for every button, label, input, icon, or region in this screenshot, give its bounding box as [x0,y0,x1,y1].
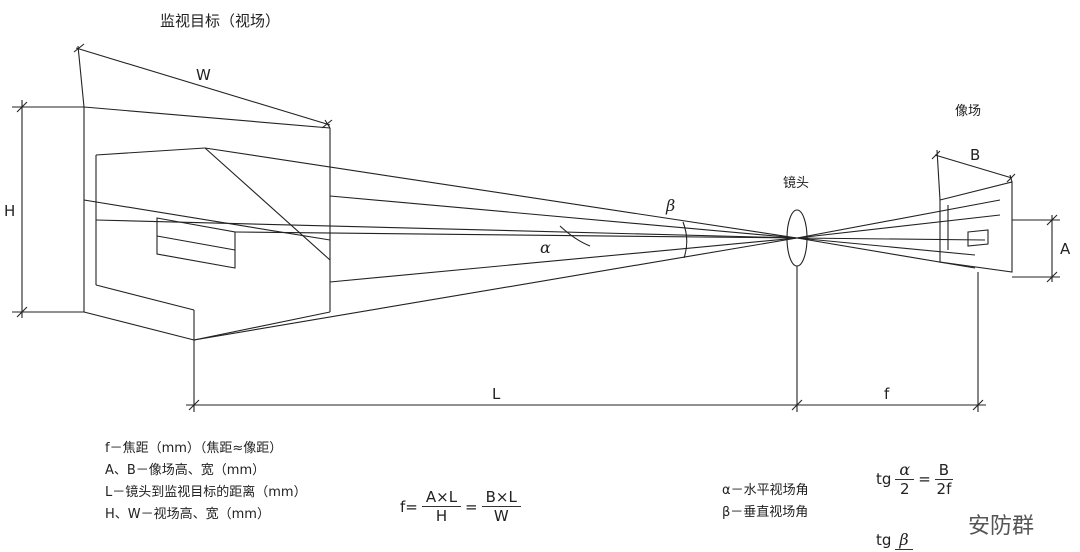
alpha-label: α [540,238,551,257]
numerator: A×L [421,488,462,507]
target-title: 监视目标（视场） [160,12,281,30]
l-label: L [492,385,501,403]
image-field-label: 像场 [955,104,982,119]
numerator: β [895,530,913,550]
angle-legend-item: α－水平视场角 [722,483,809,498]
numerator: B×L [481,488,521,507]
legend-item: f－焦距（mm）（焦距≈像距） [105,441,283,456]
w-dimension [73,43,333,129]
denominator: 2 [900,480,910,498]
a-label: A [1060,240,1071,258]
target-field [83,106,331,341]
b-label: B [970,146,981,164]
formula-lhs: f= [400,497,418,516]
legend-item: H、W－视场高、宽（mm） [105,507,270,522]
numerator: B [934,461,954,480]
a-dimension [1012,214,1060,283]
denominator: W [493,507,509,525]
equals: = [465,497,478,516]
l-f-dimension [186,266,986,412]
denominator: H [435,507,448,525]
h-dimension [12,100,84,318]
tg: tg [876,531,892,549]
image-field [939,181,1013,273]
b-dimension [931,149,1016,201]
watermark: 安防群 [968,514,1035,539]
legend-item: L－镜头到监视目标的距离（mm） [105,485,307,500]
equals: = [918,470,931,488]
denominator: 2f [936,479,952,498]
formula-tg-beta: tg β [876,530,917,550]
w-label: W [196,66,211,84]
h-label: H [4,202,16,220]
angle-legend-item: β－垂直视场角 [722,505,809,520]
angle-legend: α－水平视场角 β－垂直视场角 [722,480,809,524]
f-label: f [884,385,890,403]
legend: f－焦距（mm）（焦距≈像距） A、B－像场高、宽（mm） L－镜头到监视目标的… [105,438,307,526]
tg: tg [876,470,892,488]
lens-label: 镜头 [783,176,810,191]
numerator: α [895,460,915,480]
light-rays [95,147,1001,341]
legend-item: A、B－像场高、宽（mm） [105,463,266,478]
beta-label: β [666,196,676,215]
